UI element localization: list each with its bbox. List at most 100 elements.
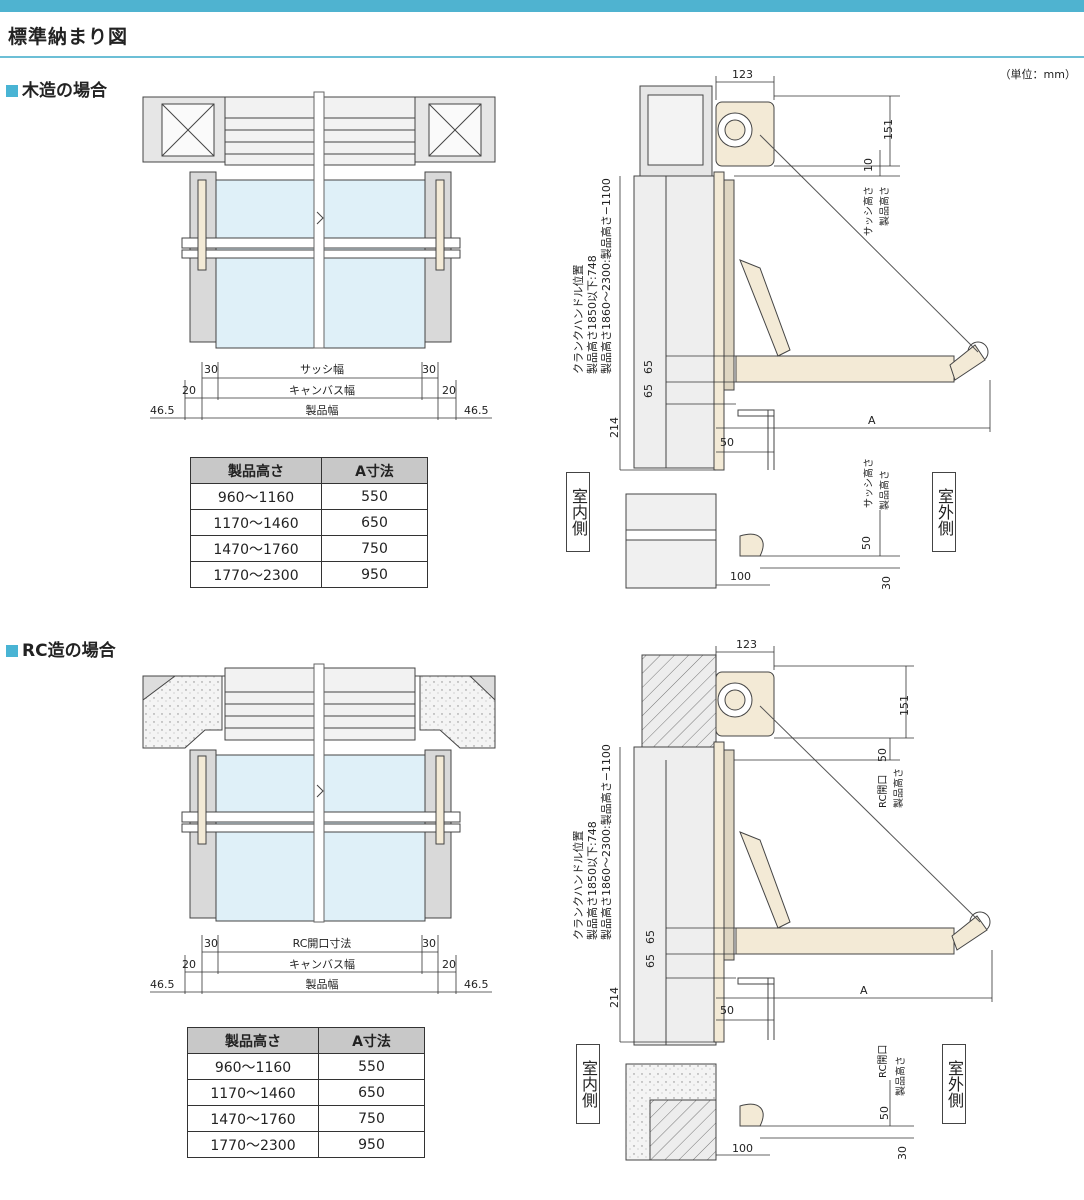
rc-dim-A: A [860, 984, 868, 997]
rc-section-dimensions [619, 646, 993, 1156]
table-cell: 1770〜2300 [187, 1131, 319, 1158]
table-cell: 1770〜2300 [190, 561, 322, 588]
rc-dim-65b: 65 [644, 954, 657, 968]
table-header-row: 製品高さ A寸法 [187, 1027, 425, 1054]
wood-sash-height: サッシ高さ [862, 186, 875, 236]
dim-465-left: 46.5 [150, 404, 175, 417]
rc-dim-50b: 50 [878, 1106, 891, 1120]
unit-label: （単位：mm） [999, 68, 1076, 81]
rc-crank-line2: 製品高さ1860〜2300:製品高さ−1100 [599, 744, 613, 940]
table-cell: 950 [321, 561, 428, 588]
wood-dim-10: 10 [862, 158, 875, 172]
rc-opening-2: RC開口 [877, 1045, 889, 1078]
wood-dim-65b: 65 [642, 384, 655, 398]
table-header: A寸法 [321, 457, 428, 484]
rc-outdoor-label: 室外側 [942, 1044, 966, 1124]
dim-20-right: 20 [442, 958, 456, 971]
rc-dim-65a: 65 [644, 930, 657, 944]
rc-dim-50c: 50 [720, 1004, 734, 1017]
rc-outdoor-text: 室外側 [945, 1060, 964, 1108]
table-header: 製品高さ [190, 457, 322, 484]
wood-heading-text: 木造の場合 [22, 81, 107, 101]
title-underline [0, 56, 1084, 58]
table-cell: 960〜1160 [187, 1053, 319, 1080]
rc-product-height: 製品高さ [892, 768, 905, 808]
table-cell: 750 [321, 535, 428, 562]
rc-product-height-2: 製品高さ [894, 1056, 907, 1096]
wood-plan-dimensions [150, 362, 492, 420]
wood-outdoor-text: 室外側 [935, 488, 954, 536]
wood-indoor-text: 室内側 [569, 488, 588, 536]
dim-canvas-width: キャンバス幅 [289, 384, 355, 397]
dim-product-width: 製品幅 [306, 403, 339, 417]
rc-heading: RC造の場合 [6, 636, 116, 661]
page-title: 標準納まり図 [8, 26, 129, 48]
wood-dim-214: 214 [608, 417, 621, 438]
rc-crank-position: クランクハンドル位置 [571, 831, 585, 940]
rc-dim-100: 100 [732, 1142, 753, 1155]
dim-rc-opening-width: RC開口寸法 [293, 936, 352, 950]
wood-dim-30: 30 [880, 576, 893, 590]
rc-dim-151: 151 [898, 695, 911, 716]
rc-dim-30: 30 [896, 1146, 909, 1160]
rc-dim-123: 123 [736, 638, 757, 651]
rc-indoor-text: 室内側 [579, 1060, 598, 1108]
rc-crank-line1: 製品高さ1850以下:748 [585, 821, 599, 940]
dim-465-left: 46.5 [150, 978, 175, 991]
heading-square-icon [6, 645, 18, 657]
dim-product-width: 製品幅 [306, 977, 339, 991]
table-cell: 1470〜1760 [190, 535, 322, 562]
table-cell: 950 [318, 1131, 425, 1158]
wood-dim-65a: 65 [642, 360, 655, 374]
wood-dim-151: 151 [882, 119, 895, 140]
rc-opening: RC開口 [877, 775, 889, 808]
rc-plan-dimensions [150, 935, 492, 994]
wood-dim-100: 100 [730, 570, 751, 583]
wood-section-view [625, 85, 989, 589]
accent-top-bar [0, 0, 1084, 12]
dim-30-left: 30 [204, 363, 218, 376]
dim-30-right: 30 [422, 937, 436, 950]
wood-product-height: 製品高さ [878, 186, 891, 226]
table-cell: 1170〜1460 [187, 1079, 319, 1106]
table-cell: 650 [321, 509, 428, 536]
rc-heading-text: RC造の場合 [22, 641, 116, 661]
table-cell: 1470〜1760 [187, 1105, 319, 1132]
table-header: 製品高さ [187, 1027, 319, 1054]
wood-crank-line1: 製品高さ1850以下:748 [585, 255, 599, 374]
table-cell: 1170〜1460 [190, 509, 322, 536]
dim-465-right: 46.5 [464, 404, 489, 417]
table-cell: 750 [318, 1105, 425, 1132]
wood-indoor-label: 室内側 [566, 472, 590, 552]
dim-20-right: 20 [442, 384, 456, 397]
rc-dim-214: 214 [608, 987, 621, 1008]
table-cell: 650 [318, 1079, 425, 1106]
table-header: A寸法 [318, 1027, 425, 1054]
wood-heading: 木造の場合 [6, 76, 107, 101]
wood-dim-A: A [868, 414, 876, 427]
rc-indoor-label: 室内側 [576, 1044, 600, 1124]
dim-canvas-width: キャンバス幅 [289, 958, 355, 971]
wood-section-dimensions [619, 76, 991, 586]
dim-30-left: 30 [204, 937, 218, 950]
rc-section-view [625, 654, 991, 1161]
wood-crank-line2: 製品高さ1860〜2300:製品高さ−1100 [599, 178, 613, 374]
dim-20-left: 20 [182, 384, 196, 397]
heading-square-icon [6, 85, 18, 97]
wood-plan-view [142, 91, 496, 349]
wood-outdoor-label: 室外側 [932, 472, 956, 552]
wood-product-height-2: 製品高さ [878, 470, 891, 510]
table-cell: 960〜1160 [190, 483, 322, 510]
dim-465-right: 46.5 [464, 978, 489, 991]
table-cell: 550 [321, 483, 428, 510]
rc-dim-50: 50 [876, 748, 889, 762]
